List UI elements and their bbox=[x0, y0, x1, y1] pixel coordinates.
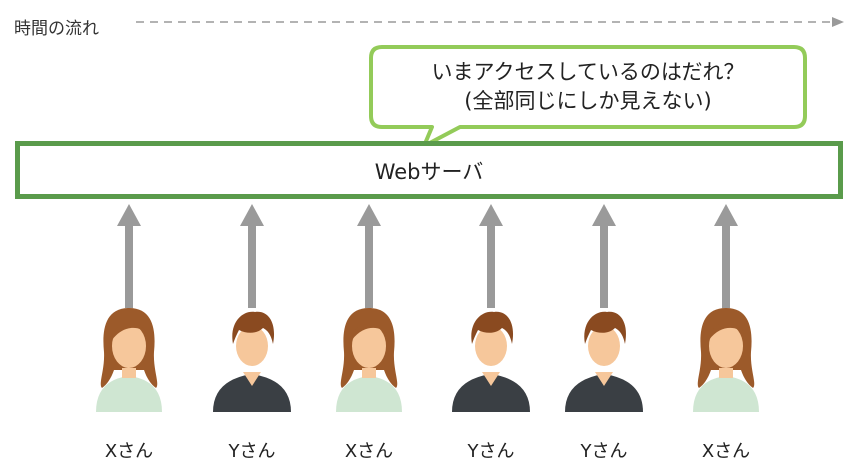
male-user-icon bbox=[213, 311, 291, 412]
female-user-icon bbox=[693, 308, 759, 412]
bubble-question: いまアクセスしているのはだれ？ bbox=[431, 60, 745, 84]
user-label: Yさん bbox=[228, 441, 276, 462]
speech-bubble bbox=[369, 45, 807, 148]
speech-bubble-text: いまアクセスしているのはだれ？ (全部同じにしか見えない) bbox=[368, 58, 808, 116]
web-server-label: Webサーバ bbox=[374, 160, 484, 184]
male-user-icon bbox=[452, 311, 530, 412]
request-arrow bbox=[714, 204, 738, 308]
web-server-box: Webサーバ bbox=[15, 141, 843, 199]
request-arrow bbox=[592, 204, 616, 308]
request-arrow bbox=[117, 204, 141, 308]
timeline-arrow bbox=[136, 17, 844, 27]
user-label: Xさん bbox=[701, 441, 751, 462]
user-label: Xさん bbox=[104, 441, 154, 462]
timeline-label: 時間の流れ bbox=[14, 19, 99, 39]
request-arrow bbox=[479, 204, 503, 308]
user-label: Xさん bbox=[344, 441, 394, 462]
female-user-icon bbox=[96, 308, 162, 412]
bubble-note: (全部同じにしか見えない) bbox=[464, 89, 712, 113]
user-label: Yさん bbox=[467, 441, 515, 462]
male-user-icon bbox=[565, 311, 643, 412]
request-arrow bbox=[240, 204, 264, 308]
request-arrow bbox=[357, 204, 381, 308]
user-label: Yさん bbox=[580, 441, 628, 462]
female-user-icon bbox=[336, 308, 402, 412]
